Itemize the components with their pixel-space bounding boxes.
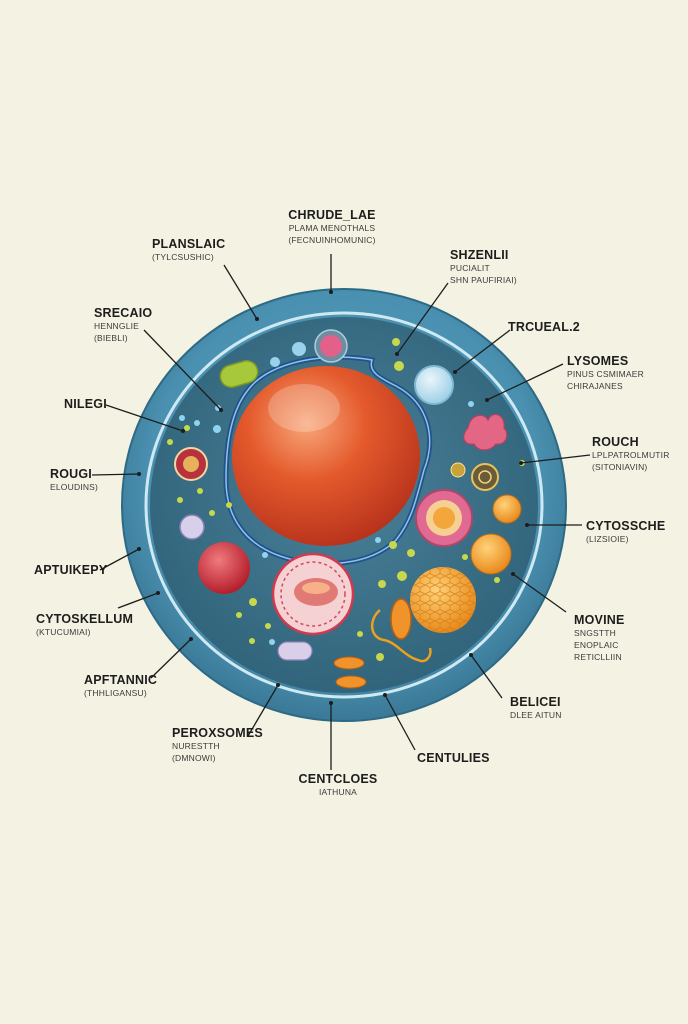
label-chrude-lae: CHRUDE_LAE PLAMA MENOTHALS (FECNUINHOMUN… [288, 208, 375, 246]
red-lysosome-core [183, 456, 199, 472]
label-title: TRCUEAL.2 [508, 320, 580, 334]
peroxisome-1 [333, 656, 365, 670]
label-sub: (TYLCSUSHIC) [152, 252, 214, 263]
label-sub: DLEE AITUN [510, 710, 562, 721]
label-title: CYTOSSCHE [586, 519, 666, 533]
label-title: CHRUDE_LAE [288, 208, 376, 222]
label-belicei: BELICEI DLEE AITUN [510, 695, 562, 721]
label-sub: (KTUCUMIAI) [36, 627, 91, 638]
vesicle-ring [280, 561, 346, 627]
plasma-membrane [144, 311, 544, 699]
label-sub: (DMNOWI) [172, 753, 216, 764]
small-vesicle [292, 342, 306, 356]
label-srecaio: SRECAIO HENNGLIE (BIEBLI) [94, 306, 152, 344]
label-movine: MOVINE SNGSTTH ENOPLAIC RETICLLIIN [574, 613, 625, 663]
label-nilegi: NILEGI [64, 397, 107, 411]
pink-golgi [463, 413, 508, 451]
label-sub: HENNGLIE [94, 321, 140, 332]
label-cytoskellum: CYTOSKELLUM (KTUCUMIAI) [36, 612, 133, 638]
label-sub: PLAMA MENOTHALS [288, 223, 376, 234]
pointer-lines [91, 254, 591, 770]
label-title: PLANSLAIC [152, 237, 226, 251]
lavender-vesicle [179, 514, 205, 540]
label-aptuikepy: APTUIKEPY [34, 563, 107, 577]
centriole-ring [478, 470, 492, 484]
label-planslaic: PLANSLAIC (TYLCSUSHIC) [152, 237, 225, 263]
label-peroxsomes: PEROXSOMES NURESTTH (DMNOWI) [172, 726, 263, 764]
label-lysomes: LYSOMES PINUS CSMIMAER CHIRAJANES [567, 354, 644, 392]
label-apftannic: APFTANNIC (THHLIGANSU) [84, 673, 157, 699]
label-sub: CHIRAJANES [567, 381, 623, 392]
label-sub: SHN PAUFIRIAI) [450, 275, 517, 286]
label-title: BELICEI [510, 695, 561, 709]
label-sub: PUCIALIT [450, 263, 490, 274]
green-vesicle [219, 360, 259, 388]
label-sub: LPLPATROLMUTIR [592, 450, 670, 461]
label-title: CYTOSKELLUM [36, 612, 134, 626]
nucleus-highlight [268, 384, 340, 432]
label-title: CENTCLOES [298, 772, 378, 786]
label-title: APFTANNIC [84, 673, 158, 687]
label-sub: (SITONIAVIN) [592, 462, 648, 473]
label-title: APTUIKEPY [34, 563, 108, 577]
cell [121, 288, 567, 722]
pale-vacuole [414, 365, 454, 405]
ribosome-dots [167, 338, 525, 661]
nucleus [232, 366, 420, 546]
vesicle-fold-highlight [302, 582, 330, 594]
label-shzenlii: SHZENLII PUCIALIT SHN PAUFIRIAI) [450, 248, 517, 286]
label-title: PEROXSOMES [172, 726, 263, 740]
label-sub: (LIZSIOIE) [586, 534, 629, 545]
label-title: NILEGI [64, 397, 107, 411]
label-cytossche: CYTOSSCHE (LIZSIOIE) [586, 519, 665, 545]
er-strand [371, 609, 432, 663]
label-centulies: CENTULIES [417, 751, 490, 765]
pointer-arrowheads [137, 290, 529, 705]
label-sub: ENOPLAIC [574, 640, 619, 651]
label-title: MOVINE [574, 613, 625, 627]
label-title: CENTULIES [417, 751, 490, 765]
label-sub: (FECNUINHOMUNIC) [288, 235, 376, 246]
label-title: LYSOMES [567, 354, 629, 368]
nuclear-envelope-inner [225, 356, 431, 565]
lavender-capsule [277, 641, 313, 661]
red-sphere [198, 542, 250, 594]
label-centcloes: CENTCLOES IATHUNA [299, 772, 378, 798]
label-title: SHZENLII [450, 248, 509, 262]
label-sub: PINUS CSMIMAER [567, 369, 644, 380]
orange-vesicle [492, 494, 522, 524]
label-title: SRECAIO [94, 306, 153, 320]
small-vesicle [270, 357, 280, 367]
label-sub: IATHUNA [318, 787, 358, 798]
orange-bean [390, 598, 412, 640]
label-sub: RETICLLIIN [574, 651, 622, 662]
small-wheel [450, 462, 466, 478]
peroxisome-2 [335, 675, 367, 689]
label-trcueal: TRCUEAL.2 [508, 320, 580, 334]
label-title: ROUGI [50, 467, 92, 481]
label-sub: ELOUDINS) [50, 482, 99, 493]
label-sub: SNGSTTH [574, 628, 617, 639]
centriole-flower [471, 463, 499, 491]
lysosome-center [433, 507, 455, 529]
label-sub: NURESTTH [172, 741, 220, 752]
label-sub: (THHLIGANSU) [84, 688, 147, 699]
label-sub: (BIEBLI) [94, 333, 128, 344]
label-title: ROUCH [592, 435, 639, 449]
pink-vesicle-core [320, 335, 342, 357]
orange-sphere [470, 533, 512, 575]
label-rouch: ROUCH LPLPATROLMUTIR (SITONIAVIN) [592, 435, 670, 473]
label-rougi: ROUGI ELOUDINS) [50, 467, 98, 493]
mitochondrion-texture [410, 567, 476, 633]
